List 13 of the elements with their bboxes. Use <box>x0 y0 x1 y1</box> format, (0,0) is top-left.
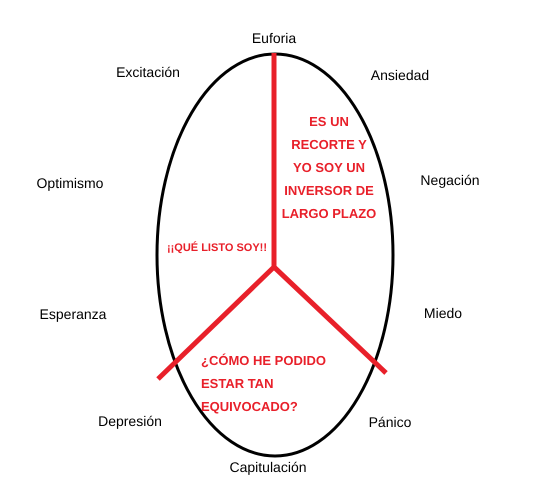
emotion-label: Negación <box>420 172 480 188</box>
emotion-label: Esperanza <box>40 306 106 322</box>
emotion-label: Capitulación <box>229 459 307 475</box>
phase-text: ¿CÓMO HE PODIDO ESTAR TAN EQUIVOCADO? <box>201 352 327 416</box>
emotion-label: Ansiedad <box>370 67 430 83</box>
emotion-label: Excitación <box>116 64 180 80</box>
phase-text: ¡¡QUÉ LISTO SOY!! <box>166 240 268 256</box>
emotion-label: Miedo <box>424 305 462 321</box>
emotion-label: Euforia <box>252 30 296 46</box>
emotion-label: Optimismo <box>36 175 104 191</box>
emotion-label: Pánico <box>368 414 412 430</box>
phase-text: ES UN RECORTE Y YO SOY UN INVERSOR DE LARGO PLAZO <box>281 113 377 223</box>
emotion-label: Depresión <box>98 413 162 429</box>
